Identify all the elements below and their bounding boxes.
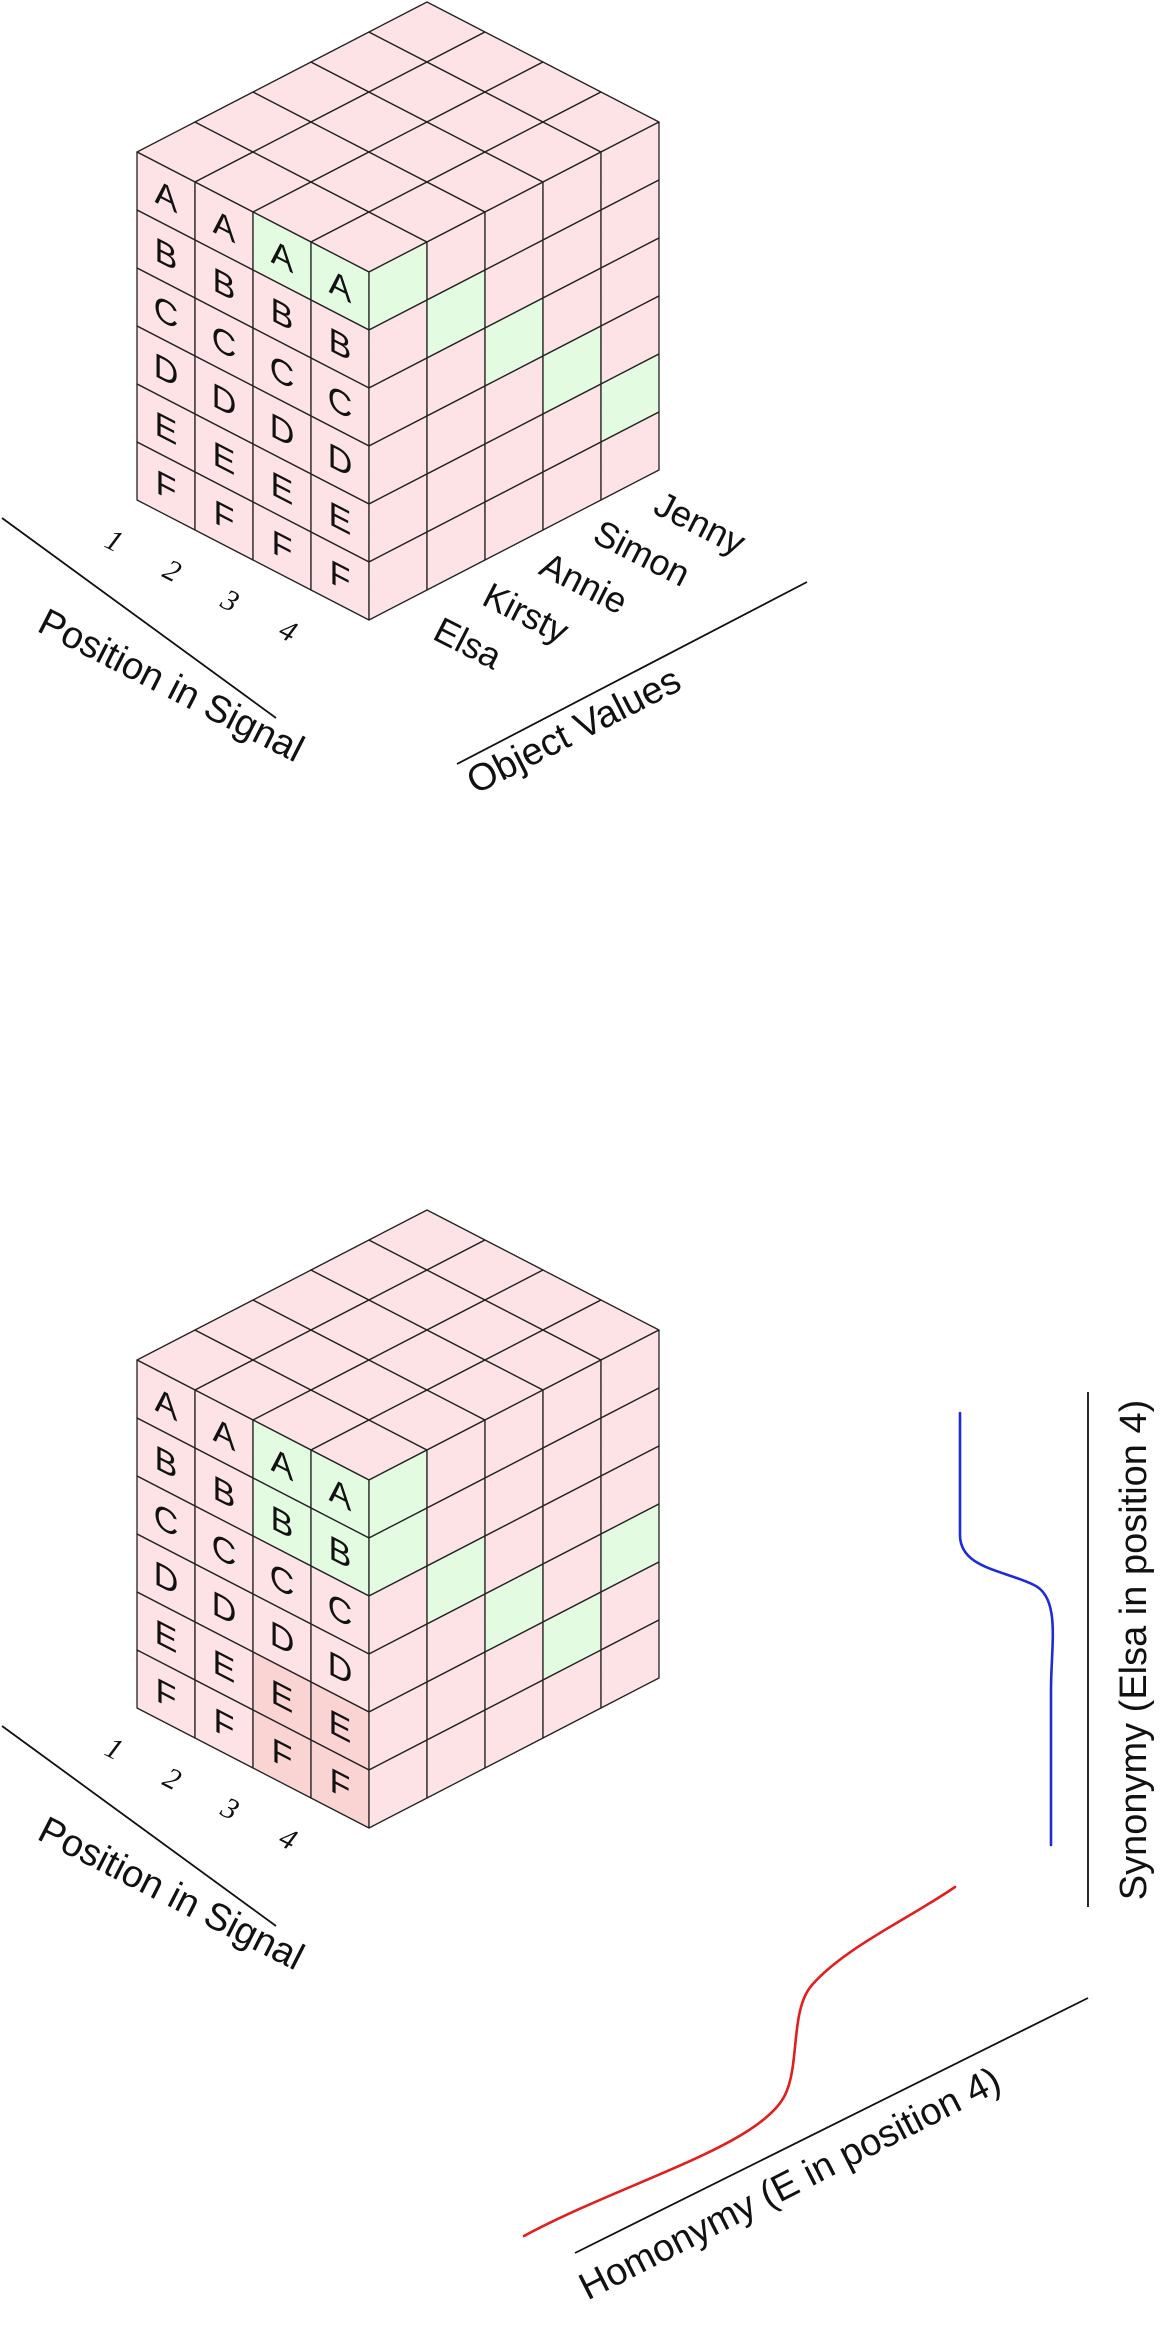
position-number: 2 [158,1761,186,1797]
object-axis-line [456,581,808,765]
position-axis-line [1,517,277,719]
position-axis-label: Position in Signal [32,601,311,771]
object-axis-label: Object Values [460,659,687,803]
position-number: 1 [100,523,128,559]
cell-letter: F [330,551,351,600]
position-number: 3 [215,582,244,619]
homonymy-curve [522,1885,957,2238]
position-number: 1 [100,1731,128,1767]
cell-letter: E [271,1671,294,1721]
cell-letter: A [155,1379,178,1430]
cell-letter: E [213,1641,236,1691]
synonymy-curve [958,1411,1055,1847]
cell-letter: A [213,1409,236,1460]
cell-letter: F [156,1669,177,1718]
cell-letter: B [329,1527,352,1577]
position-axis-label: Position in Signal [32,1809,311,1979]
cell-letter: B [329,319,352,369]
cell-letter: F [156,461,177,510]
cell-letter: E [155,1611,178,1661]
position-number: 4 [274,1821,302,1857]
cell-letter: A [329,261,352,312]
cell-letter: A [271,231,294,282]
cell-letter: F [214,491,235,540]
cell-letter: A [271,1439,294,1490]
cell-letter: A [213,201,236,252]
cell-letter: B [271,1497,294,1547]
cell-letter: E [329,493,352,543]
position-number: 2 [158,553,186,589]
cell-letter: B [155,229,178,279]
synonymy-label: Synonymy (Elsa in position 4) [1113,1400,1155,1901]
cell-letter: E [213,433,236,483]
cell-letter: B [213,259,236,309]
cell-letter: B [155,1437,178,1487]
cell-letter: F [272,521,293,570]
cell-letter: A [155,171,178,222]
cell-letter: A [329,1469,352,1520]
cell-letter: F [214,1699,235,1748]
side-face-cell [600,411,660,501]
cell-letter: F [330,1759,351,1808]
cell-letter: E [329,1701,352,1751]
homonymy-axis-line [574,1997,1089,2254]
cell-letter: F [272,1729,293,1778]
cell-letter: E [271,463,294,513]
cell-letter: E [155,403,178,453]
position-axis-line [1,1725,277,1927]
position-number: 3 [215,1790,244,1827]
cell-letter: B [213,1467,236,1517]
side-face-cell [600,1619,660,1709]
cell-letter: B [271,289,294,339]
position-number: 4 [274,613,302,649]
